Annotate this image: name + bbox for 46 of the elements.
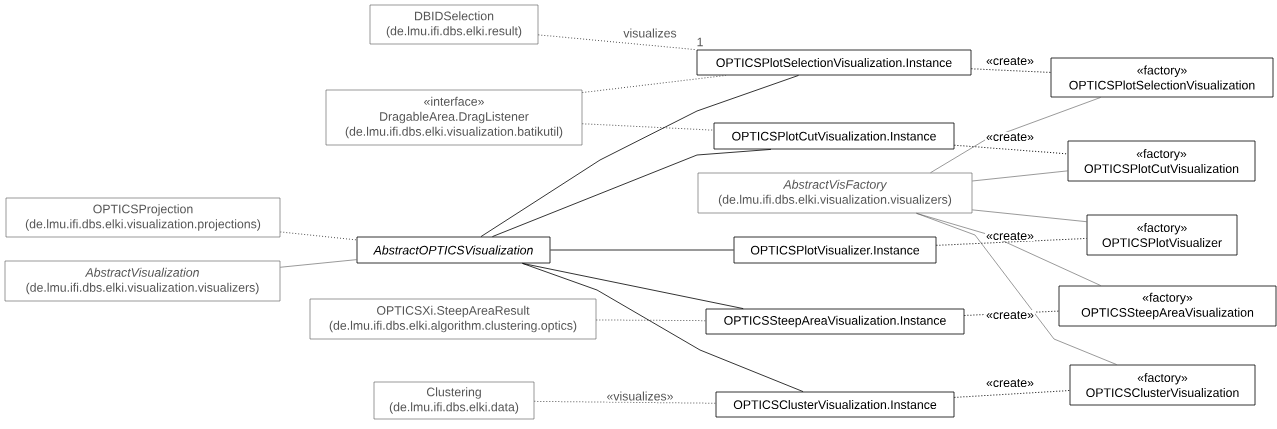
connector <box>492 149 772 237</box>
class-box: «factory» OPTICSClusterVisualization <box>1069 364 1256 406</box>
edge-label: «create» <box>985 230 1035 242</box>
class-box: OPTICSPlotVisualizer.Instance <box>733 236 937 264</box>
connector <box>280 259 357 268</box>
class-box: Clustering (de.lmu.ifi.dbs.elki.data) <box>373 381 535 420</box>
connector <box>533 400 717 404</box>
connector <box>581 123 715 131</box>
connector <box>550 249 734 251</box>
class-box: OPTICSClusterVisualization.Instance <box>715 391 955 418</box>
connector <box>972 209 1087 222</box>
edge-label: visualizes <box>622 27 678 39</box>
class-box: AbstractVisFactory (de.lmu.ifi.dbs.elki.visualization.visualizers) <box>697 172 973 214</box>
edge-label: «visualizes» <box>605 390 675 402</box>
class-box: «factory» OPTICSPlotSelectionVisualization <box>1050 57 1274 98</box>
connector <box>279 231 358 241</box>
class-box: OPTICSSteepAreaVisualization.Instance <box>705 308 965 335</box>
connector <box>953 144 1069 155</box>
connector <box>972 170 1068 182</box>
class-box: «interface» DragableArea.DragListener (de.lmu.ifi.dbs.elki.visualization.batikutil) <box>325 89 583 146</box>
edge-label: «create» <box>985 309 1035 321</box>
connector <box>935 237 1088 246</box>
connector <box>522 263 744 309</box>
edge-label: «create» <box>985 377 1035 389</box>
connector <box>480 75 799 237</box>
class-box: AbstractVisualization (de.lmu.ifi.dbs.elki.visualization.visualizers) <box>4 260 281 302</box>
multiplicity-label: 1 <box>697 37 703 47</box>
connector <box>581 74 727 94</box>
class-box: OPTICSPlotSelectionVisualization.Instance <box>696 49 972 76</box>
connector <box>970 68 1052 73</box>
class-box: «factory» OPTICSPlotVisualizer <box>1086 214 1238 256</box>
connector <box>595 319 707 322</box>
edge-label: «create» <box>985 55 1035 67</box>
connector <box>916 213 1117 365</box>
connector <box>953 390 1071 398</box>
class-box: OPTICSPlotCutVisualization.Instance <box>713 122 955 150</box>
class-box: DBIDSelection (de.lmu.ifi.dbs.elki.result) <box>369 4 539 45</box>
connector <box>522 263 804 392</box>
edge-label: «create» <box>985 131 1035 143</box>
class-box: OPTICSProjection (de.lmu.ifi.dbs.elki.visualization.projections) <box>5 197 281 238</box>
class-box: OPTICSXi.SteepAreaResult (de.lmu.ifi.dbs.elki.algorithm.clustering.optics) <box>309 298 597 340</box>
class-box: «factory» OPTICSPlotCutVisualization <box>1067 140 1256 182</box>
class-box: «factory» OPTICSSteepAreaVisualization <box>1058 285 1277 327</box>
connector <box>930 97 1102 173</box>
class-box: AbstractOPTICSVisualization <box>356 236 551 264</box>
connector <box>537 34 698 51</box>
